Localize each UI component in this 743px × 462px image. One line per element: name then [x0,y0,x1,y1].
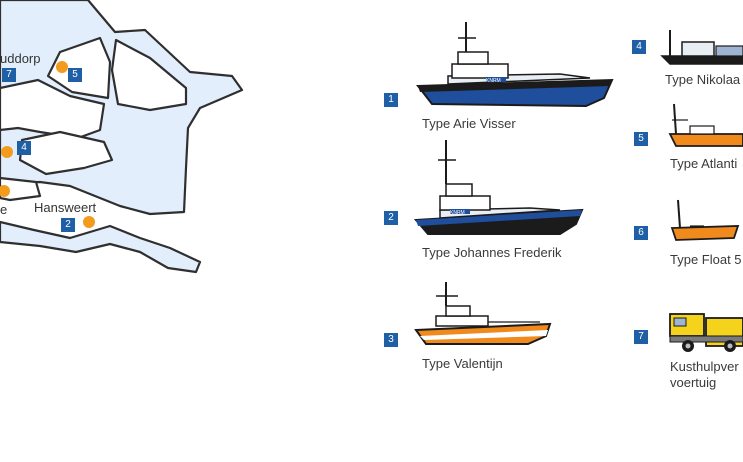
vessel-badge: 4 [632,40,646,54]
vessel-badge: 1 [384,93,398,107]
vessel-label: Type Float 5 [670,252,742,267]
vessel-badge: 7 [634,330,648,344]
vessel-label: Type Atlanti [670,156,738,171]
knrm-text: KNRM [450,210,465,216]
place-label-partial: e [0,202,7,217]
vessel-label: Type Johannes Frederik [422,245,562,260]
rescue-truck-icon [669,313,743,352]
station-badge: 4 [17,141,31,155]
water-channel-south [0,220,202,274]
island-southwest [0,176,42,202]
knrm-text: KNRM [486,78,501,84]
vessel-badge: 2 [384,211,398,225]
place-label-ouddorp: uddorp [0,51,40,66]
station-badge: 2 [61,218,75,232]
vessel-badge: 5 [634,132,648,146]
station-badge: 7 [2,68,16,82]
station-badge: 5 [68,68,82,82]
place-label-hansweert: Hansweert [34,200,97,215]
vessel-label: Type Arie Visser [422,116,516,131]
vessel-label: Type Nikolaa [665,72,741,87]
island-south [18,130,114,176]
vessel-badge: 6 [634,226,648,240]
lifeboat-medium-icon [414,282,552,345]
float-boat-icon [670,199,740,241]
vessel-label-line1: Kusthulpver [670,359,739,374]
island-east [110,38,188,112]
vessel-label: Type Valentijn [422,356,503,371]
lifeboat-large-icon: KNRM [416,22,614,108]
station-dot [0,185,10,197]
station-dot [1,146,13,158]
island-middle [0,78,106,140]
station-dot [83,216,95,228]
lifeboat-large-icon: KNRM [413,140,584,235]
rib-boat-icon [668,103,743,147]
vessel-label-line2: voertuig [670,375,717,390]
rib-cabin-icon [660,30,743,65]
vessel-badge: 3 [384,333,398,347]
station-dot [56,61,68,73]
